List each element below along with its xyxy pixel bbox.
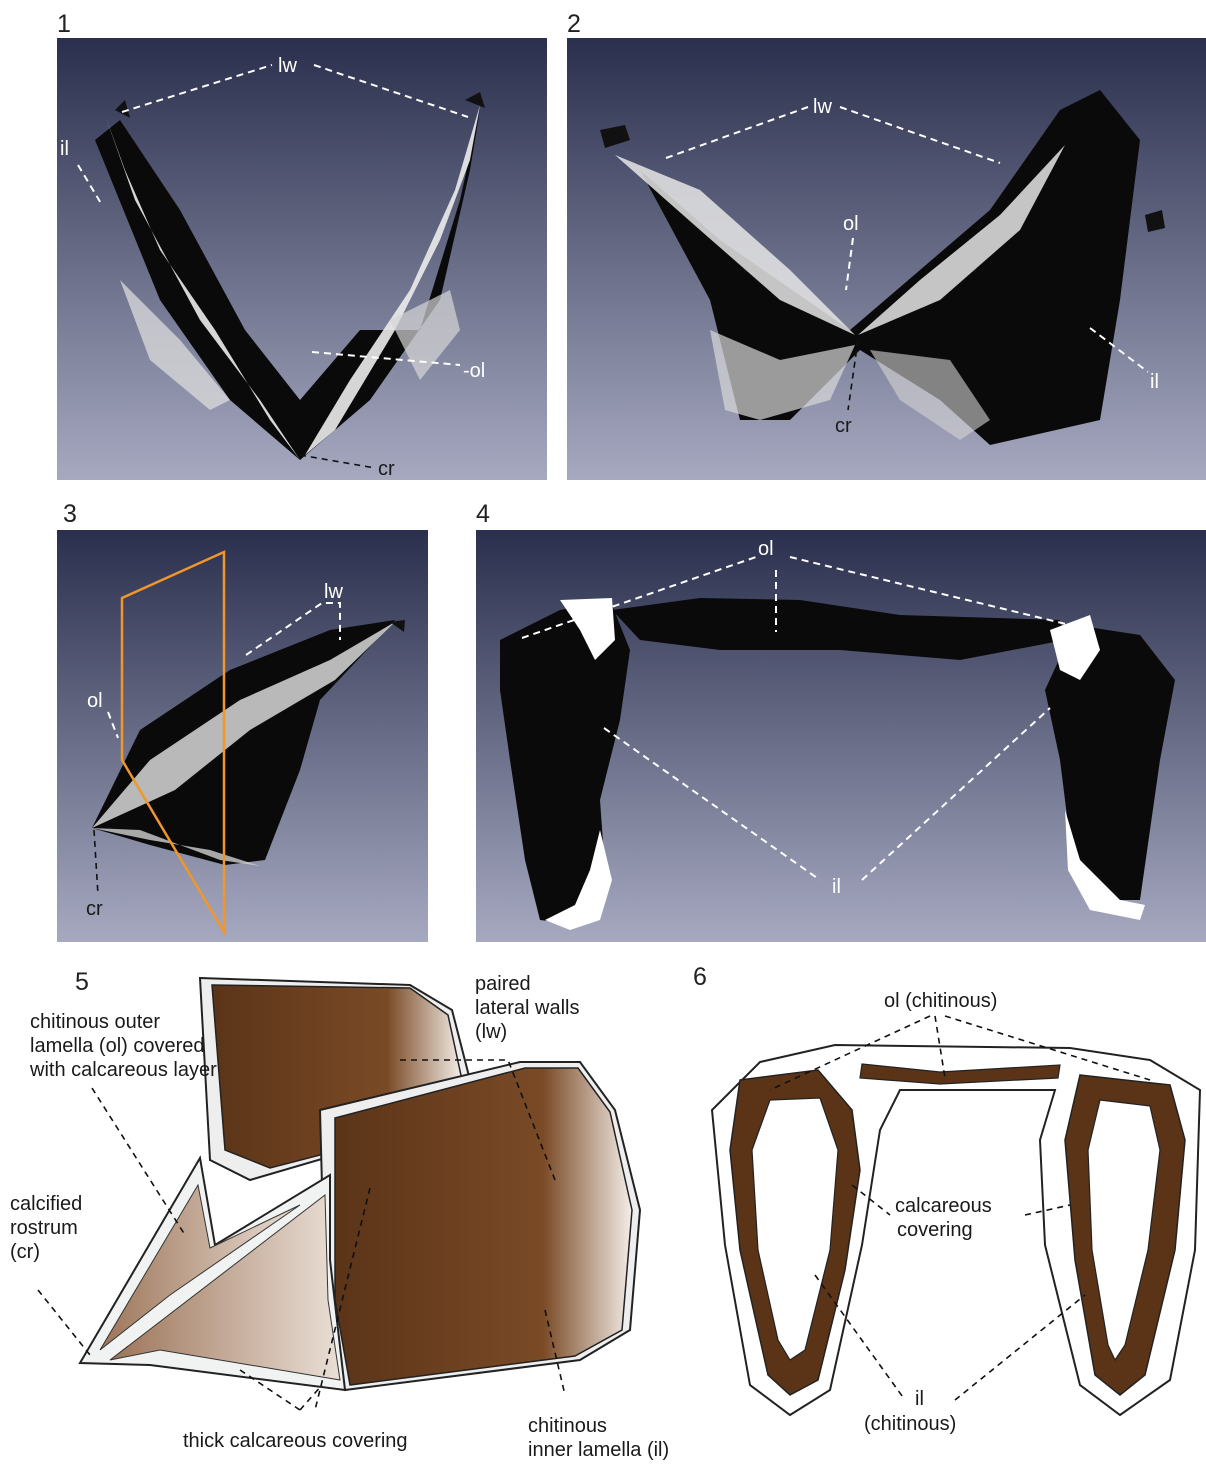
panel-3-number: 3: [63, 500, 77, 528]
panel-4-label-il: il: [832, 876, 841, 898]
panel-2-label-ol: ol: [843, 213, 859, 235]
panel-1-label-il: il: [60, 138, 69, 160]
panel-3-label-cr: cr: [86, 898, 103, 920]
panel-5-il-line2: inner lamella (il): [528, 1439, 669, 1461]
panel-2: 2 lw ol il cr: [567, 10, 1206, 480]
panel-6: 6 ol (chitinous) calcareous covering il …: [693, 963, 1200, 1435]
panel-5-il-line1: chitinous: [528, 1415, 607, 1437]
panel-5-label-ol: chitinous outer lamella (ol) covered wit…: [29, 1011, 217, 1081]
panel-6-label-ol: ol (chitinous): [884, 990, 997, 1012]
panel-5-number: 5: [75, 968, 89, 996]
panel-6-number: 6: [693, 963, 707, 991]
panel-3-label-lw: lw: [324, 581, 343, 603]
panel-4-number: 4: [476, 500, 490, 528]
panel-6-label-cov-line1: calcareous: [895, 1195, 992, 1217]
panel-1-number: 1: [57, 10, 71, 38]
panel-1-label-lw: lw: [278, 55, 297, 77]
panel-2-label-cr: cr: [835, 415, 852, 437]
panel-1-label-cr: cr: [378, 458, 395, 480]
panel-6-label-cov-line2: covering: [897, 1219, 973, 1241]
panel-5-ol-line1: chitinous outer: [30, 1011, 160, 1033]
panel-2-label-lw: lw: [813, 96, 832, 118]
panel-5-label-lw: paired lateral walls (lw): [475, 973, 579, 1043]
panel-5-ol-line2: lamella (ol) covered: [30, 1035, 205, 1057]
panel-5-label-il: chitinous inner lamella (il): [528, 1415, 669, 1461]
panel-5-lw-line3: (lw): [475, 1021, 507, 1043]
panel-1: 1 lw il -ol cr: [57, 10, 547, 480]
panel-5-ol-line3: with calcareous layer: [29, 1059, 217, 1081]
panel-5-cr-line1: calcified: [10, 1193, 82, 1215]
panel-6-il-leader: [815, 1275, 1085, 1400]
panel-5-lw-line1: paired: [475, 973, 531, 995]
panel-3: 3 lw ol cr: [57, 500, 428, 942]
panel-1-label-ol: -ol: [463, 360, 485, 382]
panel-4: 4 ol il: [476, 500, 1206, 942]
panel-5: 5 chitinous outer lamella (ol) covered w…: [10, 968, 669, 1461]
panel-4-label-ol: ol: [758, 538, 774, 560]
panel-6-label-il-line2: (chitinous): [864, 1413, 956, 1435]
panel-2-label-il: il: [1150, 371, 1159, 393]
panel-5-cr-leader: [38, 1290, 90, 1355]
panel-6-label-il-line1: il: [915, 1388, 924, 1410]
panel-2-number: 2: [567, 10, 581, 38]
panel-5-cr-line3: (cr): [10, 1241, 40, 1263]
panel-5-label-covering: thick calcareous covering: [183, 1430, 408, 1452]
panel-5-lw-line2: lateral walls: [475, 997, 579, 1019]
panel-5-cr-line2: rostrum: [10, 1217, 78, 1239]
panel-5-label-cr: calcified rostrum (cr): [10, 1193, 82, 1263]
panel-5-ol-leader: [92, 1088, 185, 1235]
panel-3-label-ol: ol: [87, 690, 103, 712]
